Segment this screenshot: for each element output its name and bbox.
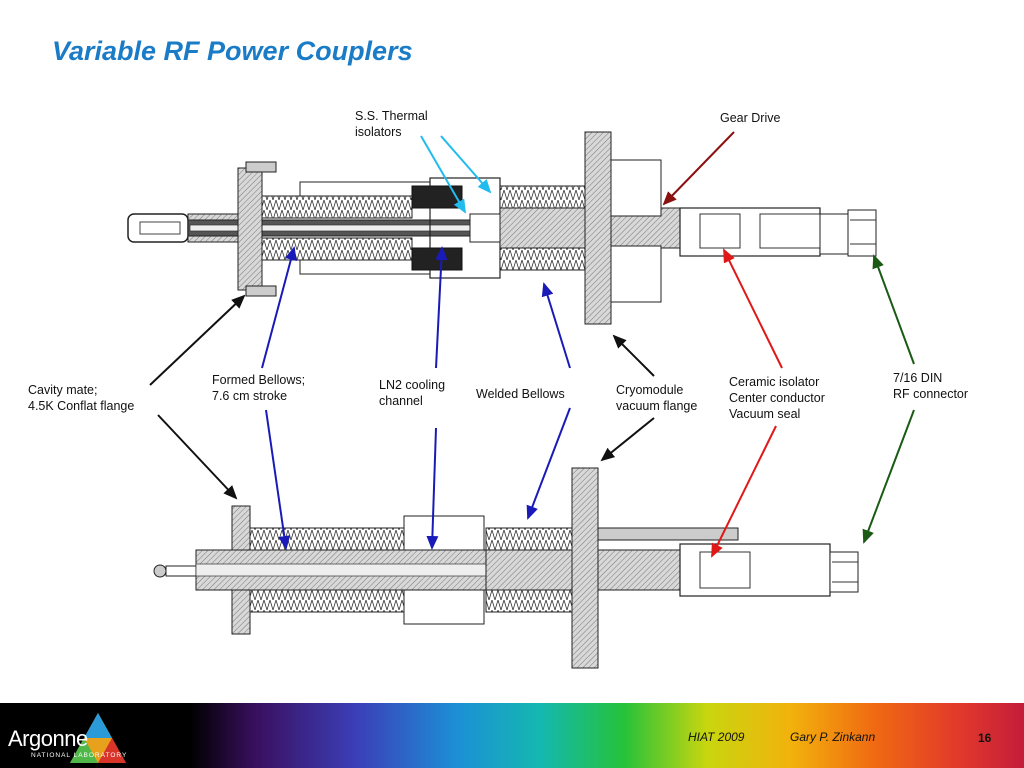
argonne-triangle-icon (70, 713, 126, 763)
label-ss-thermal-isolators: S.S. Thermal isolators (355, 109, 428, 139)
arrow-cavity-top (149, 294, 246, 386)
label-cryomodule-vacuum-flange: Cryomodule vacuum flange (616, 383, 698, 413)
footer-event: HIAT 2009 (688, 730, 745, 744)
arrow-welded-bottom (526, 407, 571, 520)
label-formed-bellows: Formed Bellows; 7.6 cm stroke (212, 373, 306, 403)
arrow-ss-thermal-1 (420, 135, 467, 214)
label-cavity-mate: Cavity mate; 4.5K Conflat flange (28, 383, 135, 413)
label-rf-connector: 7/16 DIN RF connector (893, 371, 969, 401)
argonne-logo (0, 703, 190, 768)
arrow-formed-bellows-bottom (265, 409, 291, 550)
arrow-cryomodule-top (612, 334, 655, 377)
arrow-formed-bellows-top (261, 246, 297, 369)
arrow-gear-drive (662, 131, 735, 206)
logo-text: Argonne (8, 726, 88, 751)
label-welded-bellows: Welded Bellows (476, 387, 565, 401)
arrow-ceramic-top (723, 248, 783, 369)
arrow-welded-top (541, 282, 571, 369)
label-ln2-cooling-channel: LN2 cooling channel (379, 378, 446, 408)
label-ceramic-isolator: Ceramic isolator Center conductor Vacuum… (729, 375, 825, 421)
top-coupler-drawing (127, 131, 877, 325)
footer-rainbow (190, 703, 1024, 768)
slide-title: Variable RF Power Couplers (52, 36, 413, 66)
label-gear-drive: Gear Drive (720, 111, 781, 125)
page-number: 16 (978, 731, 992, 745)
footer-author: Gary P. Zinkann (790, 730, 876, 744)
arrow-cryomodule-bottom (600, 417, 655, 462)
coupler-diagram (127, 131, 915, 669)
arrow-cavity-bottom (157, 414, 238, 500)
logo-subtext: NATIONAL LABORATORY (31, 752, 128, 759)
arrow-ln2-bottom (426, 427, 439, 550)
arrow-ln2-top (435, 246, 448, 369)
arrow-rf-bottom (862, 409, 915, 544)
arrow-ceramic-bottom (711, 425, 777, 558)
arrow-ss-thermal-2 (440, 135, 492, 194)
arrow-rf-top (872, 254, 915, 365)
bottom-coupler-drawing (153, 467, 859, 669)
